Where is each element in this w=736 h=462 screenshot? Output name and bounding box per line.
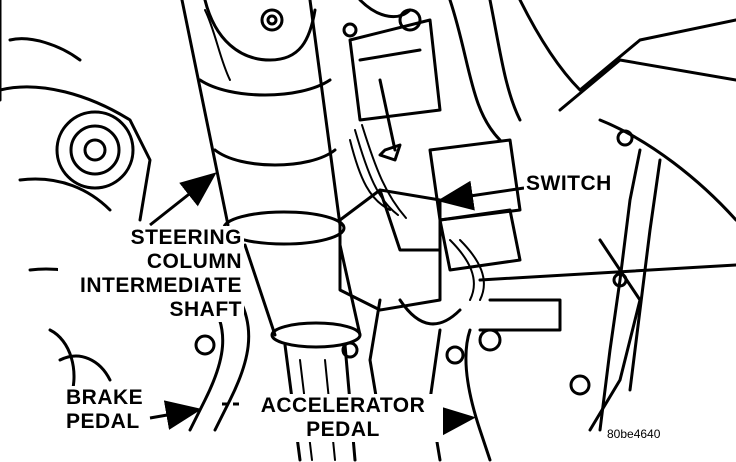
label-switch: SWITCH: [524, 172, 614, 196]
firewall-panel-left: [0, 0, 152, 402]
label-steering-line4: SHAFT: [169, 298, 242, 321]
label-brake-line2: PEDAL: [66, 410, 140, 433]
figure-id: 80be4640: [606, 427, 662, 441]
label-accel-line1: ACCELERATOR: [260, 394, 426, 417]
label-steering-line2: COLUMN: [146, 250, 242, 273]
label-brake-pedal: BRAKE PEDAL: [64, 386, 146, 434]
right-components: [342, 0, 736, 462]
label-accelerator-pedal: ACCELERATOR PEDAL: [243, 394, 443, 442]
label-steering-column-intermediate-shaft: STEERING COLUMN INTERMEDIATE SHAFT: [58, 226, 244, 322]
label-brake-line1: BRAKE: [66, 386, 144, 409]
label-steering-line3: INTERMEDIATE: [80, 274, 242, 297]
label-steering-line1: STEERING: [130, 226, 242, 249]
switch-assembly: [338, 0, 522, 326]
arrow-switch: [437, 180, 525, 211]
arrow-brake-pedal: [149, 400, 202, 430]
label-accel-line2: PEDAL: [306, 418, 380, 441]
arrow-steering-shaft: [149, 172, 217, 227]
